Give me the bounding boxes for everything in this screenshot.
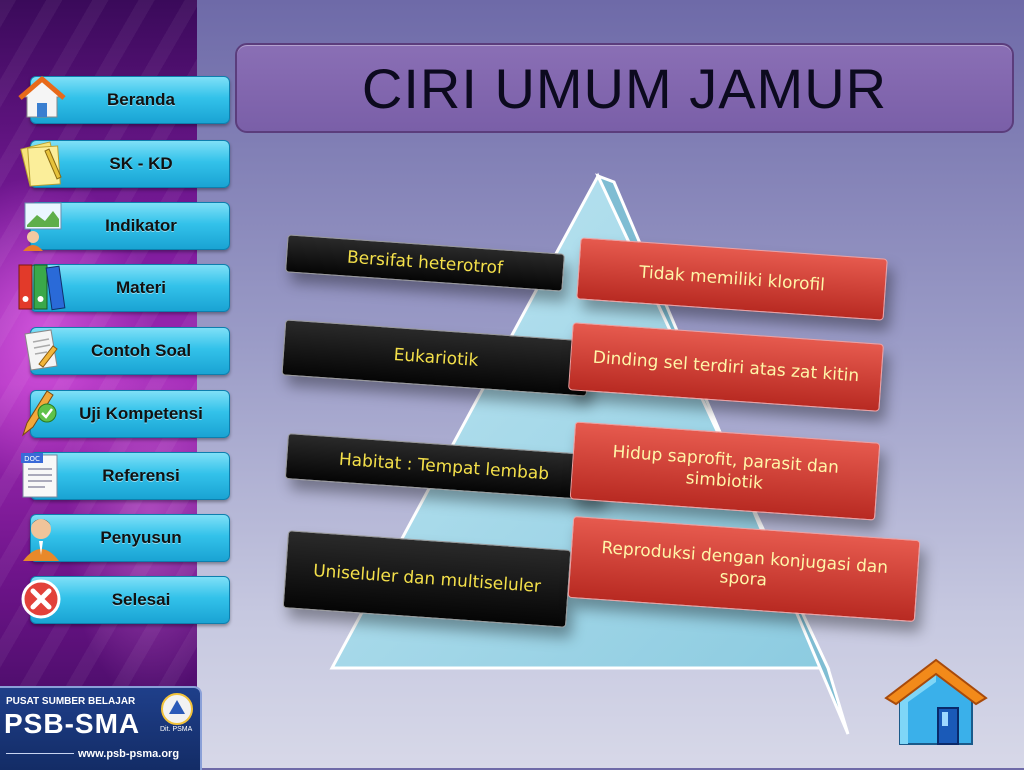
nav-materi-button[interactable]: Materi xyxy=(18,264,230,312)
nav-label: Selesai xyxy=(111,590,171,609)
doc-icon: DOC xyxy=(21,453,58,498)
logo-small-text: PUSAT SUMBER BELAJAR xyxy=(6,696,136,707)
nav-label: SK - KD xyxy=(109,154,173,173)
nav-label: Contoh Soal xyxy=(90,341,192,360)
close-icon xyxy=(21,579,61,619)
characteristic-left-3: Habitat : Tempat lembab xyxy=(284,433,604,501)
nav-label: Indikator xyxy=(105,216,177,235)
nav-penyusun-button[interactable]: Penyusun xyxy=(23,514,230,562)
characteristic-text: Hidup saprofit, parasit dan simbiotik xyxy=(611,442,840,494)
document-pen-icon xyxy=(24,329,58,371)
nav-referensi-button[interactable]: DOC Referensi xyxy=(21,452,230,500)
logo-divider xyxy=(6,753,74,754)
notes-icon xyxy=(20,141,62,187)
home-icon[interactable] xyxy=(880,652,992,752)
characteristic-right-3: Hidup saprofit, parasit dan simbiotik xyxy=(569,421,881,521)
slide-title-banner: CIRI UMUM JAMUR xyxy=(235,43,1014,133)
person-icon xyxy=(23,519,59,561)
nav-selesai-button[interactable]: Selesai xyxy=(21,576,230,624)
nav-contoh-soal-button[interactable]: Contoh Soal xyxy=(24,327,230,375)
pencil-check-icon xyxy=(21,390,57,437)
characteristic-left-4: Uniseluler dan multiseluler xyxy=(282,530,572,628)
house-icon xyxy=(18,76,66,118)
sidebar-background xyxy=(0,0,197,768)
slide-title: CIRI UMUM JAMUR xyxy=(361,56,888,120)
logo-url: www.psb-psma.org xyxy=(78,748,180,760)
psb-sma-logo: PUSAT SUMBER BELAJAR PSB-SMA Dit. PSMA w… xyxy=(0,686,202,770)
nav-label: Penyusun xyxy=(100,528,182,547)
characteristic-left-2: Eukariotik xyxy=(281,319,591,397)
characteristic-text: Habitat : Tempat lembab xyxy=(338,449,550,484)
binders-icon xyxy=(18,264,66,311)
nav-label: Uji Kompetensi xyxy=(79,404,203,423)
characteristic-text: Reproduksi dengan konjugasi dan spora xyxy=(600,538,889,591)
svg-text:DOC: DOC xyxy=(24,455,40,463)
nav-label: Beranda xyxy=(106,90,176,109)
nav-indikator-button[interactable]: Indikator xyxy=(23,202,230,251)
characteristic-text: Uniseluler dan multiseluler xyxy=(312,560,542,597)
characteristic-text: Tidak memiliki klorofil xyxy=(638,262,826,295)
nav-label: Materi xyxy=(115,278,167,297)
characteristic-left-1: Bersifat heterotrof xyxy=(285,234,565,292)
logo-big-text: PSB-SMA xyxy=(4,708,141,739)
characteristic-right-1: Tidak memiliki klorofil xyxy=(576,237,888,321)
characteristic-right-2: Dinding sel terdiri atas zat kitin xyxy=(568,322,884,412)
characteristic-text: Dinding sel terdiri atas zat kitin xyxy=(592,347,860,386)
nav-uji-kompetensi-button[interactable]: Uji Kompetensi xyxy=(21,390,230,438)
nav-label: Referensi xyxy=(102,466,180,485)
emblem-icon xyxy=(161,693,193,725)
nav-sk-kd-button[interactable]: SK - KD xyxy=(20,140,230,188)
characteristic-text: Eukariotik xyxy=(393,344,480,371)
nav-beranda-button[interactable]: Beranda xyxy=(18,76,230,124)
presentation-icon xyxy=(23,202,62,251)
characteristic-text: Bersifat heterotrof xyxy=(346,247,504,278)
characteristic-right-4: Reproduksi dengan konjugasi dan spora xyxy=(567,515,921,623)
logo-dir-text: Dit. PSMA xyxy=(160,726,193,733)
